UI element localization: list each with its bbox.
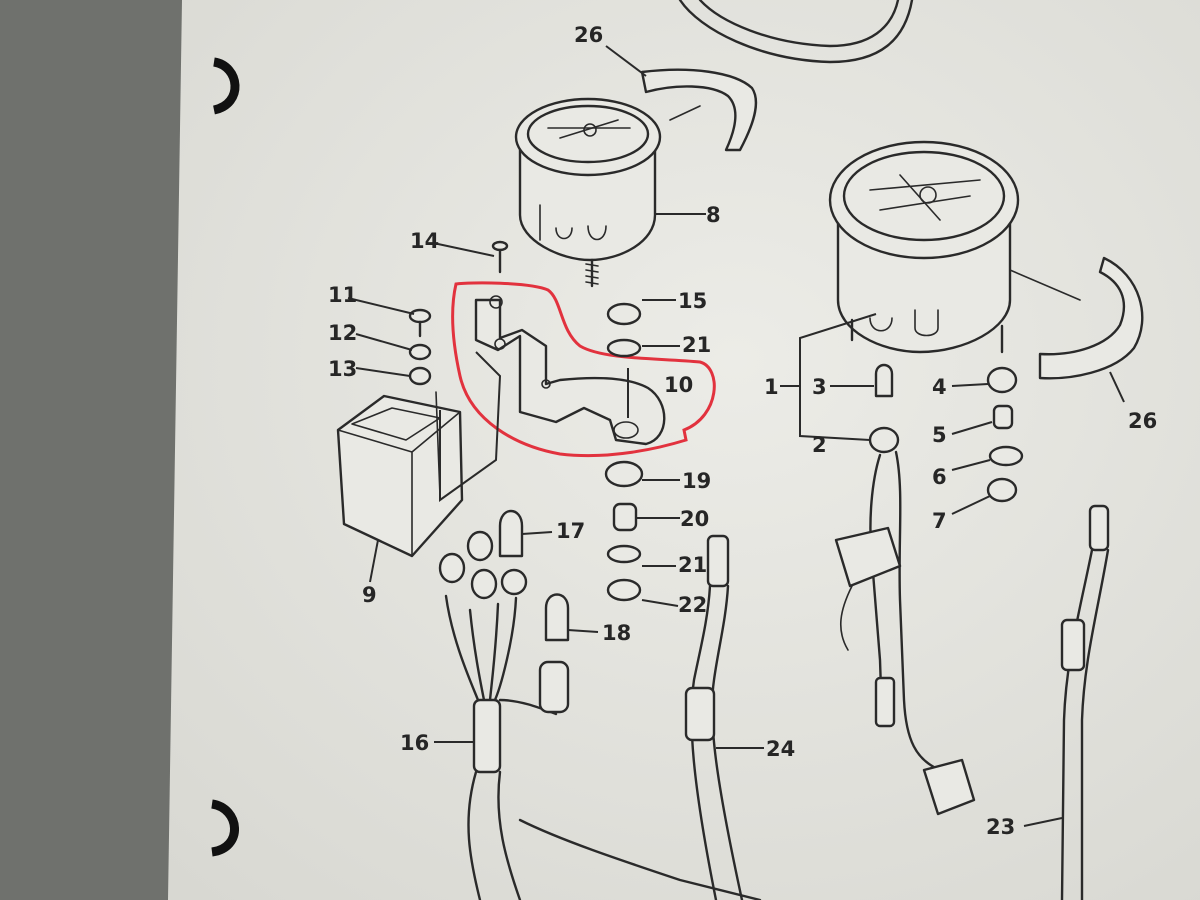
callout-10: 10 (664, 373, 693, 397)
part-16-harness (438, 530, 762, 900)
binder-hole-top (212, 57, 240, 115)
part-13-washer (408, 366, 432, 386)
callout-1: 1 (764, 375, 779, 399)
part-20-collar (612, 502, 638, 532)
callout-26-top: 26 (574, 23, 603, 47)
part-4-grommet (986, 366, 1018, 394)
callout-9: 9 (362, 583, 377, 607)
callout-4: 4 (932, 375, 947, 399)
part-7-nut (986, 477, 1018, 503)
callout-19: 19 (682, 469, 711, 493)
part-2-socket-harness (834, 426, 976, 816)
part-10-bracket (474, 295, 666, 446)
part-26-upper-clamp (640, 68, 758, 152)
part-8-gauge (514, 97, 662, 288)
callout-21-upper: 21 (682, 333, 711, 357)
part-14-bolt (491, 240, 509, 274)
highlight-loop (451, 281, 716, 458)
callout-2: 2 (812, 433, 827, 457)
part-5-collar (992, 404, 1014, 430)
part-26-right-clamp (1009, 256, 1144, 380)
callout-21-lower: 21 (678, 553, 707, 577)
callout-20: 20 (680, 507, 709, 531)
part-18-bulb (544, 593, 570, 642)
callout-11: 11 (328, 283, 357, 307)
part-21-washer-lower (606, 544, 642, 564)
callout-16: 16 (400, 731, 429, 755)
callout-18: 18 (602, 621, 631, 645)
right-gauge-assembly (828, 140, 1020, 354)
callout-12: 12 (328, 321, 357, 345)
callout-5: 5 (932, 423, 947, 447)
part-11-screw (408, 308, 432, 338)
top-gauge-ring-partial (678, 0, 914, 64)
callout-22: 22 (678, 593, 707, 617)
part-21-washer-upper (606, 338, 642, 358)
callout-8: 8 (706, 203, 721, 227)
part-23-cable (1060, 504, 1110, 900)
binder-hole-bottom (210, 799, 239, 857)
part-17-bulb (498, 509, 524, 558)
callout-17: 17 (556, 519, 585, 543)
callout-23: 23 (986, 815, 1015, 839)
callout-15: 15 (678, 289, 707, 313)
part-6-washer (988, 445, 1024, 467)
callout-labels: 26 8 14 11 12 13 15 21 10 19 20 21 22 17… (328, 23, 1157, 839)
part-12-washer (408, 343, 432, 361)
callout-7: 7 (932, 509, 947, 533)
part-19-grommet (604, 460, 644, 488)
leader-lines (347, 45, 1125, 827)
callout-6: 6 (932, 465, 947, 489)
callout-14: 14 (410, 229, 439, 253)
callout-26-right: 26 (1128, 409, 1157, 433)
callout-24: 24 (766, 737, 795, 761)
callout-3: 3 (812, 375, 827, 399)
part-22-nut (606, 578, 642, 602)
part-15-nut (606, 302, 642, 326)
callout-13: 13 (328, 357, 357, 381)
paper-sheet (168, 0, 1200, 900)
part-24-cable (684, 534, 744, 900)
part-3-bulb (874, 363, 894, 398)
